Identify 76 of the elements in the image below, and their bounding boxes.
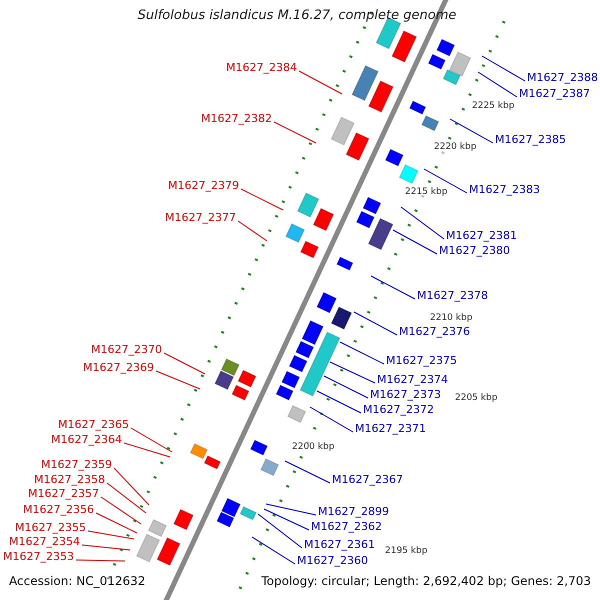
leader-line [324, 376, 368, 398]
gene-label: M1627_2371 [355, 422, 426, 435]
gene-label: M1627_2382 [201, 112, 272, 125]
leader-line [240, 188, 284, 210]
gene-label: M1627_2355 [15, 521, 86, 534]
gene-label: M1627_2356 [23, 503, 94, 516]
leader-line [156, 370, 200, 390]
leader-line [124, 442, 170, 458]
leader-line [258, 514, 302, 548]
leader-line [316, 390, 362, 414]
scale-label: 2220 kbp [434, 141, 476, 154]
gene-label: M1627_2379 [168, 179, 239, 192]
leader-line [266, 504, 316, 516]
gene-label: M1627_2373 [370, 388, 441, 401]
leader-line [450, 118, 494, 144]
leader-line [88, 530, 134, 540]
scale-label: 2205 kbp [455, 392, 498, 405]
gene-label: M1627_2362 [311, 520, 382, 533]
leader-line [164, 352, 206, 374]
gene-label: M1627_2361 [304, 538, 375, 551]
leader-line [392, 230, 438, 254]
gene-label: M1627_2378 [417, 289, 488, 302]
leader-line [340, 342, 384, 364]
gene-label: M1627_2372 [363, 403, 434, 416]
leader-line [130, 428, 172, 452]
gene-label: M1627_2364 [51, 433, 122, 446]
leader-line [400, 206, 444, 240]
gene-label: M1627_2359 [41, 458, 112, 471]
leader-line [274, 122, 316, 144]
gene-label: M1627_2384 [226, 61, 297, 74]
gene-label: M1627_2374 [377, 373, 448, 386]
gene-label: M1627_2365 [58, 418, 129, 431]
gene-label: M1627_2369 [83, 361, 154, 374]
genome-stats-note: Topology: circular; Length: 2,692,402 bp; Genes: 2,703 [261, 575, 591, 588]
gene-label: M1627_2388 [527, 71, 598, 84]
scale-label: 2195 kbp [385, 545, 428, 558]
leader-line [106, 482, 146, 514]
leader-line [284, 460, 330, 484]
scale-label: 2200 kbp [292, 441, 334, 454]
leader-line [100, 496, 142, 524]
map-title: Sulfolobus islandicus M.16.27, complete genome [136, 9, 458, 22]
leader-line [424, 168, 468, 194]
leader-line [478, 72, 518, 98]
gene-label: M1627_2367 [332, 473, 403, 486]
leader-line [264, 508, 310, 530]
gene-label: M1627_2385 [495, 133, 566, 146]
leader-line [114, 468, 150, 506]
leader-line [370, 276, 416, 300]
leader-line [330, 362, 376, 384]
gene-label: M1627_2358 [34, 473, 105, 486]
gene-label: M1627_2383 [469, 183, 540, 196]
leader-line [482, 56, 526, 82]
leader-line [354, 312, 398, 336]
scale-label: 2215 kbp [405, 186, 448, 199]
gene-label: M1627_2899 [318, 505, 389, 518]
gene-label: M1627_2376 [399, 325, 470, 338]
gene-label: M1627_2375 [386, 354, 457, 367]
leader-line [96, 512, 138, 534]
gene-label: M1627_2353 [3, 550, 74, 563]
leader-line [310, 406, 354, 432]
gene-label: M1627_2357 [28, 487, 99, 500]
gene-label: M1627_2377 [165, 211, 236, 224]
gene-label: M1627_2380 [439, 244, 510, 257]
leader-line [298, 70, 342, 94]
scale-label: 2225 kbp [472, 100, 514, 113]
gene-label: M1627_2387 [519, 87, 590, 100]
leader-line [82, 544, 130, 550]
gene-label: M1627_2354 [9, 535, 80, 548]
gene-label: M1627_2381 [446, 229, 517, 242]
leader-line [238, 220, 268, 242]
gene-label: M1627_2370 [91, 343, 162, 356]
leader-line [252, 536, 296, 564]
scale-label: 2210 kbp [430, 312, 472, 325]
accession-note: Accession: NC_012632 [9, 575, 146, 588]
leader-line [76, 560, 126, 562]
gene-label: M1627_2360 [297, 554, 368, 567]
